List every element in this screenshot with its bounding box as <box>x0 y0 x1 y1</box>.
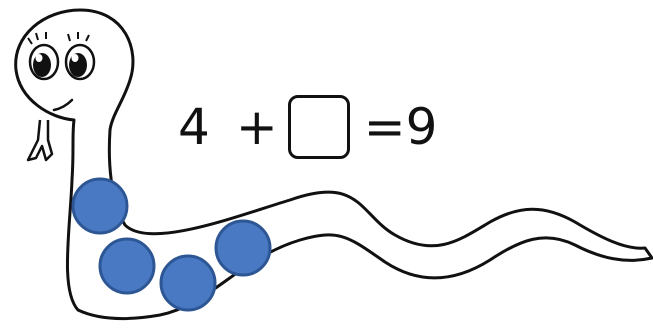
snake-body <box>14 8 653 321</box>
answer-box[interactable] <box>287 95 350 159</box>
snake-tongue <box>26 119 54 162</box>
plus-sign: + <box>235 98 278 156</box>
counters-group <box>71 177 272 312</box>
snake-mouth <box>52 98 74 112</box>
counter-dot <box>214 219 272 277</box>
equals-result: =9 <box>363 98 438 156</box>
addend-number: 4 <box>178 98 210 156</box>
addition-equation: 4 + =9 <box>178 92 437 162</box>
counter-dot <box>159 254 217 312</box>
counter-dot <box>98 237 156 295</box>
snake-eyes <box>27 32 96 81</box>
counter-dot <box>71 177 129 235</box>
